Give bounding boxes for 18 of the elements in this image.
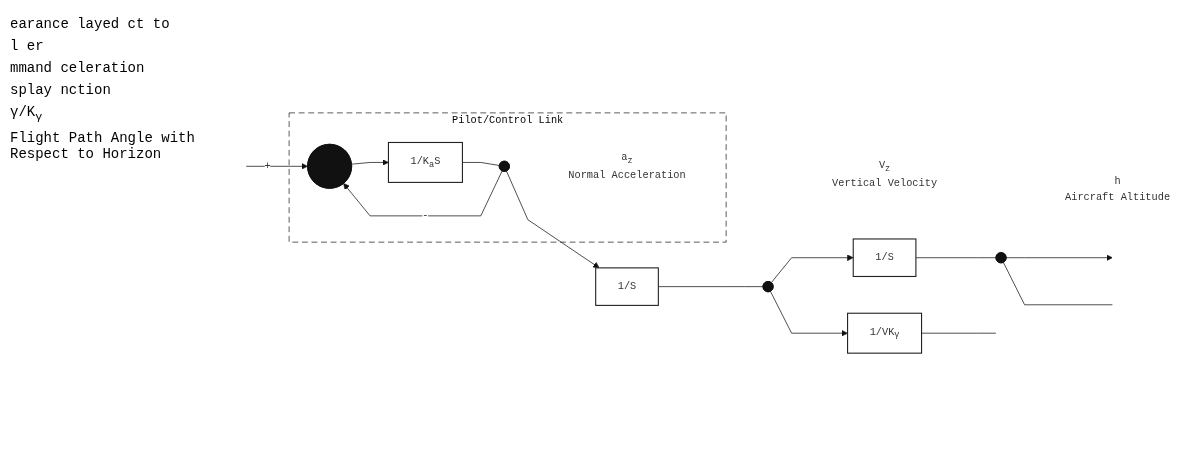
node-box: 1/K$_{a}$S bbox=[387, 142, 463, 184]
node-label: a$_{z}$ bbox=[621, 151, 633, 167]
node-label: Vertical Velocity bbox=[832, 177, 938, 190]
node-label: h bbox=[1114, 175, 1121, 188]
note-text: Flight Path Angle with Respect to Horizon bbox=[10, 129, 196, 162]
node-box: 1/VK$_{γ}$ bbox=[847, 313, 923, 355]
note-text: earance layed ct to bbox=[10, 16, 171, 32]
note-text: mmand celeration bbox=[10, 60, 146, 76]
node-box: 1/S bbox=[852, 238, 917, 278]
edge-label: + bbox=[264, 160, 271, 173]
node-label: Normal Acceleration bbox=[568, 169, 686, 182]
node-box: 1/S bbox=[595, 267, 659, 307]
note-text: l er bbox=[10, 38, 45, 54]
node-label: Aircraft Altitude bbox=[1065, 191, 1171, 204]
node-label: V$_{z}$ bbox=[878, 159, 891, 175]
note-text: γ/K$_{γ}$ bbox=[10, 104, 44, 124]
edge-label: - bbox=[422, 210, 429, 222]
note-text: splay nction bbox=[10, 82, 112, 98]
